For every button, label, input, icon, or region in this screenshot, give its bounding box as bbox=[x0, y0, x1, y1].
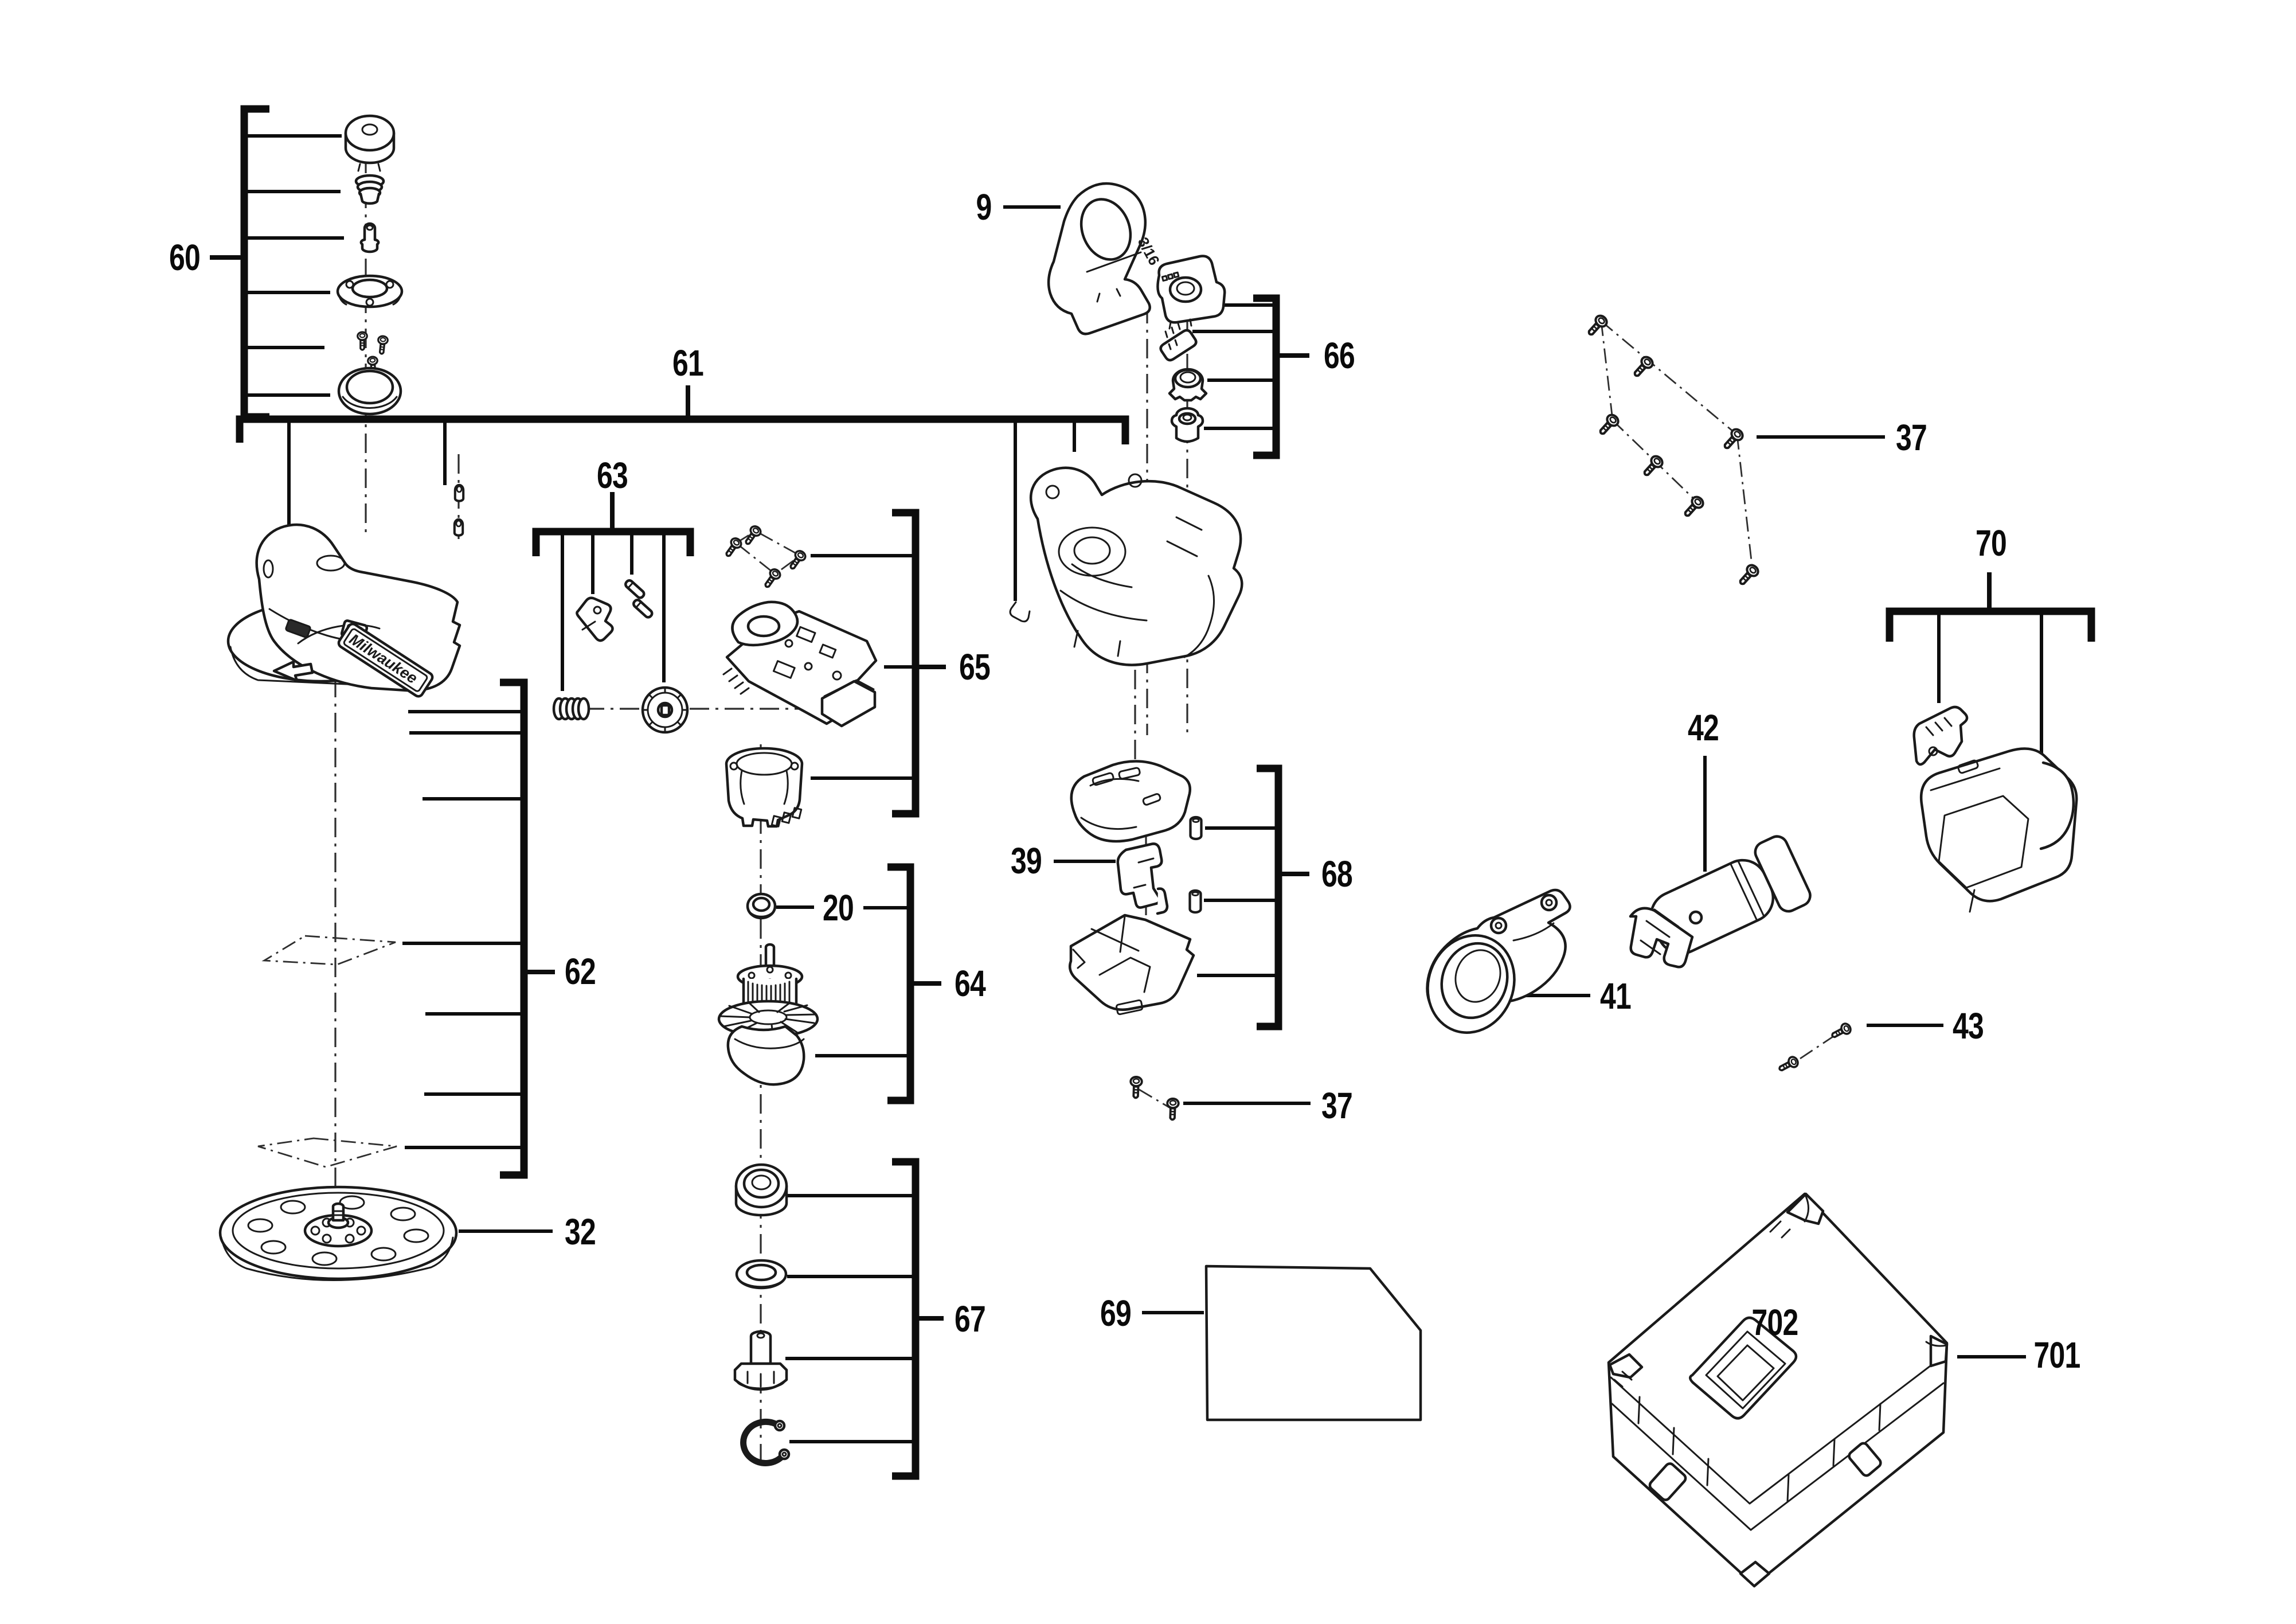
part-lock-lever bbox=[576, 596, 614, 642]
callout-64: 64 bbox=[955, 963, 986, 1004]
group-65-parts bbox=[722, 523, 878, 828]
bracket-65 bbox=[892, 509, 920, 818]
group-68-parts bbox=[1069, 760, 1202, 1016]
callout-60: 60 bbox=[169, 237, 201, 278]
callout-37-mid: 37 bbox=[1321, 1085, 1353, 1126]
part-valve-pin bbox=[359, 222, 380, 253]
part-lock-collar bbox=[1168, 368, 1208, 402]
part-carrying-case-701 bbox=[1607, 1192, 1949, 1588]
callout-43: 43 bbox=[1953, 1005, 1984, 1047]
part-hex-nut bbox=[1170, 407, 1204, 443]
callout-41: 41 bbox=[1600, 975, 1632, 1017]
part-roll-pins bbox=[624, 579, 654, 619]
part-sleeve-b bbox=[1190, 891, 1201, 912]
part-sleeve-a bbox=[1191, 817, 1202, 839]
part-detent-spring bbox=[552, 697, 590, 721]
part-hook-clip bbox=[1009, 601, 1031, 623]
leader-lines bbox=[459, 205, 2026, 1392]
callout-20: 20 bbox=[823, 887, 854, 928]
part-baffle-shroud bbox=[1070, 760, 1191, 843]
callout-67: 67 bbox=[955, 1298, 986, 1340]
part-brush-clip-39 bbox=[1116, 842, 1169, 915]
callout-68: 68 bbox=[1321, 853, 1353, 895]
callout-63: 63 bbox=[597, 455, 628, 496]
bracket-62 bbox=[500, 678, 528, 1179]
callout-70: 70 bbox=[1976, 522, 2007, 564]
callout-42: 42 bbox=[1688, 707, 1719, 748]
callout-702: 702 bbox=[1751, 1302, 1799, 1343]
part-bearing-ring-60 bbox=[337, 366, 402, 416]
group-67-parts bbox=[733, 1163, 791, 1466]
bracket-66 bbox=[1253, 294, 1280, 459]
callout-701: 701 bbox=[2033, 1334, 2081, 1376]
rotation-arrow-icon bbox=[272, 660, 314, 682]
part-top-cap bbox=[344, 114, 396, 172]
part-bearing-20 bbox=[746, 892, 777, 920]
part-retaining-ring bbox=[740, 1419, 791, 1466]
callout-39: 39 bbox=[1011, 840, 1042, 881]
callout-37-top: 37 bbox=[1896, 417, 1927, 458]
callout-62: 62 bbox=[565, 951, 596, 992]
group-60-parts bbox=[336, 114, 404, 416]
callout-66: 66 bbox=[1324, 335, 1355, 376]
part-backing-pad-32 bbox=[218, 1185, 458, 1281]
part-dust-box-70 bbox=[1919, 747, 2078, 913]
part-armature-64 bbox=[717, 943, 819, 1086]
callout-32: 32 bbox=[565, 1211, 596, 1252]
part-washer bbox=[735, 1259, 788, 1290]
part-dust-nozzle-42 bbox=[1629, 835, 1812, 969]
group-66-parts bbox=[1156, 255, 1226, 443]
part-seal-grommet bbox=[354, 174, 385, 205]
part-battery-cradle bbox=[1069, 914, 1195, 1016]
group-brackets bbox=[210, 105, 2095, 1480]
part-electronics-pcb bbox=[722, 600, 878, 728]
part-stator bbox=[725, 747, 804, 828]
part-manual-sheet-69 bbox=[1204, 1264, 1422, 1422]
part-speed-dial bbox=[641, 686, 689, 734]
part-cam-flange bbox=[336, 274, 404, 309]
part-sander-assembly: Milwaukee bbox=[226, 523, 461, 698]
part-motor-housing bbox=[1029, 466, 1243, 666]
part-ball-bearing bbox=[734, 1163, 788, 1217]
part-contact-pins bbox=[1159, 322, 1198, 362]
bracket-61 bbox=[236, 415, 1129, 444]
bracket-68 bbox=[1257, 764, 1282, 1030]
callout-61: 61 bbox=[672, 342, 704, 384]
group-63-parts bbox=[552, 579, 689, 734]
part-latch-70 bbox=[1912, 705, 1969, 766]
part-elbow-adapter-41 bbox=[1426, 888, 1571, 1034]
part-switch-module bbox=[1156, 255, 1226, 330]
part-spindle bbox=[733, 1330, 788, 1391]
group-70-parts bbox=[1912, 705, 2078, 913]
callout-65: 65 bbox=[959, 646, 991, 688]
callout-69: 69 bbox=[1100, 1293, 1132, 1334]
callout-9: 9 bbox=[976, 186, 992, 228]
part-hang-handle-9: 3/16 bbox=[1047, 182, 1163, 335]
